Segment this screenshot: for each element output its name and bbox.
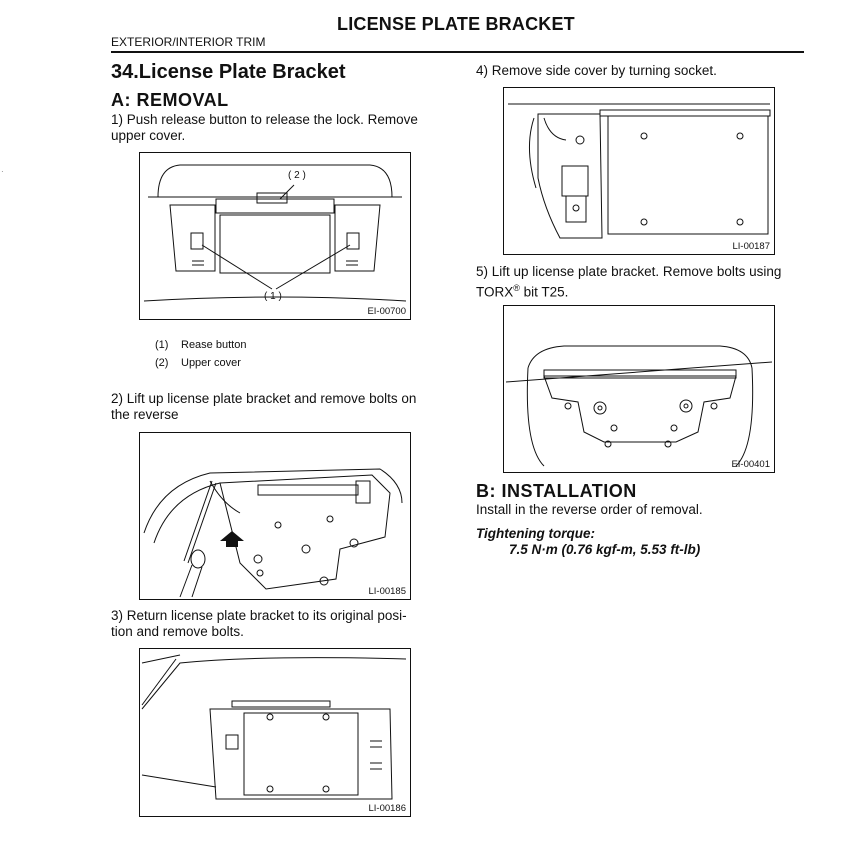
- figure-return-bracket: LI-00186: [139, 648, 411, 817]
- legend-item: (2)Upper cover: [155, 357, 241, 369]
- installation-text: Install in the reverse order of removal.: [476, 502, 703, 517]
- figure-legend: (1)Rease button (2)Upper cover: [155, 336, 246, 372]
- figure-upper-cover: ( 2 ) ( 1 ) EI-00700: [139, 152, 411, 320]
- step-2-line-1: 2) Lift up license plate bracket and rem…: [111, 391, 417, 406]
- upper-cover-drawing: [143, 164, 407, 302]
- figure-bracket-bolts: EI-00401: [503, 305, 775, 473]
- figure-id: EI-00700: [367, 306, 406, 317]
- step-3-text: 3) Return license plate bracket to its o…: [111, 608, 407, 640]
- step-1-line-1: 1) Push release button to release the lo…: [111, 112, 418, 127]
- removal-heading: A: REMOVAL: [111, 90, 229, 110]
- figure-lift-bracket: LI-00185: [139, 432, 411, 600]
- figure-side-cover: LI-00187: [503, 87, 775, 255]
- step-3-line-2: tion and remove bolts.: [111, 624, 244, 639]
- figure-id: LI-00187: [732, 241, 770, 252]
- callout-1: ( 1 ): [264, 291, 282, 302]
- header-rule: [111, 51, 804, 53]
- torque-label: Tightening torque:: [476, 526, 595, 541]
- page-title: LICENSE PLATE BRACKET: [337, 14, 575, 34]
- side-cover-drawing: [508, 103, 771, 239]
- step-5-text: 5) Lift up license plate bracket. Remove…: [476, 264, 781, 301]
- step-2-line-2: the reverse: [111, 407, 179, 422]
- callout-2: ( 2 ): [288, 170, 306, 181]
- step-1-text: 1) Push release button to release the lo…: [111, 112, 418, 144]
- margin-mark: ·: [1, 167, 4, 176]
- section-name: EXTERIOR/INTERIOR TRIM: [111, 35, 266, 49]
- torque-value: 7.5 N·m (0.76 kgf-m, 5.53 ft-lb): [509, 542, 701, 557]
- step-1-line-2: upper cover.: [111, 128, 186, 143]
- lift-bracket-drawing: [143, 468, 403, 598]
- bracket-bolts-drawing: [505, 345, 773, 467]
- return-bracket-drawing: [141, 654, 407, 800]
- step-5-line-2: TORX® bit T25.: [476, 283, 569, 300]
- step-3-line-1: 3) Return license plate bracket to its o…: [111, 608, 407, 623]
- figure-id: LI-00186: [368, 803, 406, 814]
- step-5-line-1: 5) Lift up license plate bracket. Remove…: [476, 264, 782, 279]
- legend-item: (1)Rease button: [155, 339, 247, 351]
- figure-id: EI-00401: [731, 459, 770, 470]
- step-4-text: 4) Remove side cover by turning socket.: [476, 63, 717, 78]
- installation-heading: B: INSTALLATION: [476, 481, 637, 501]
- figure-id: LI-00185: [368, 586, 406, 597]
- step-2-text: 2) Lift up license plate bracket and rem…: [111, 391, 416, 423]
- procedure-heading: 34.License Plate Bracket: [111, 61, 346, 83]
